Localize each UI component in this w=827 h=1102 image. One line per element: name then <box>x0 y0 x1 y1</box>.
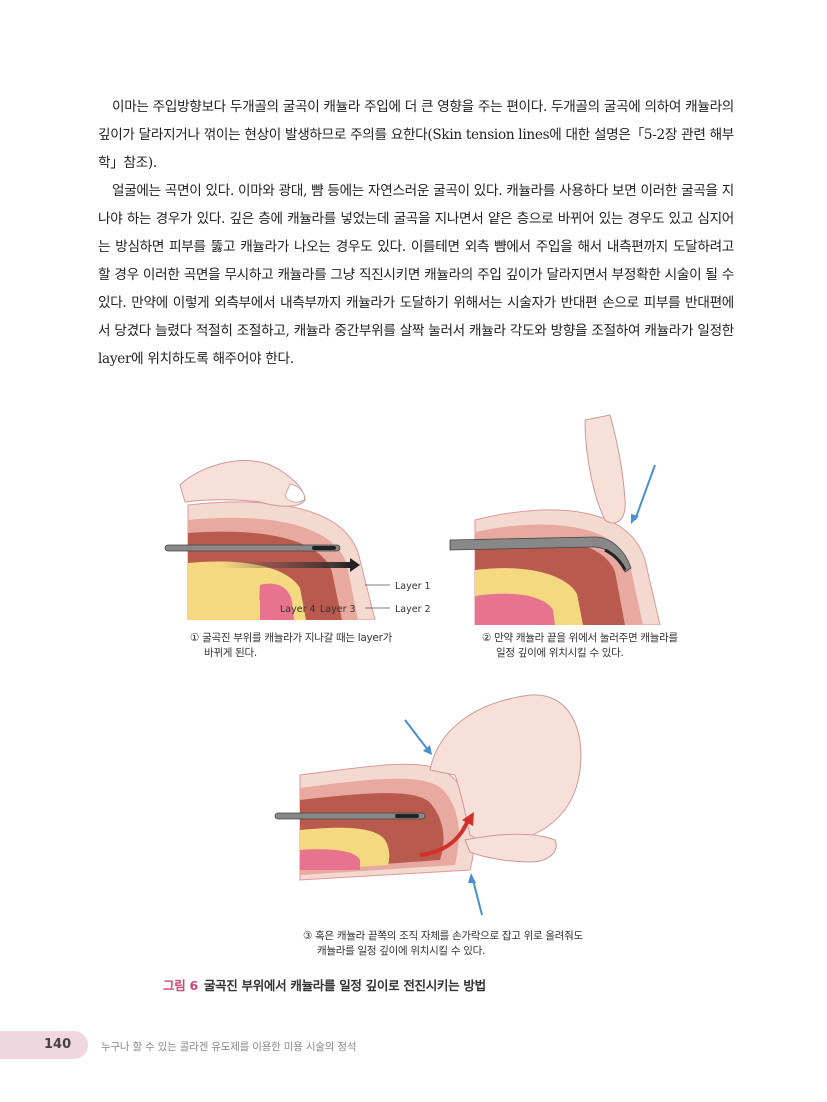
figure-title-text: 굴곡진 부위에서 캐뉼라를 일정 깊이로 전진시키는 방법 <box>203 978 486 993</box>
label-layer-1: Layer 1 <box>395 581 431 592</box>
footer-page-badge <box>0 1031 88 1059</box>
page-number: 140 <box>44 1037 72 1052</box>
illustration-panel-1: Layer 1 Layer 2 Layer 4 Layer 3 <box>164 460 431 620</box>
caption-panel-2-line-2: 일정 깊이에 위치시킬 수 있다. <box>496 647 624 659</box>
label-layer-4: Layer 4 <box>280 604 316 615</box>
caption-panel-1-line-2: 바뀌게 된다. <box>204 647 257 659</box>
figure-title: 그림 6 굴곡진 부위에서 캐뉼라를 일정 깊이로 전진시키는 방법 <box>163 975 486 994</box>
caption-panel-3: ③ 혹은 캐뉼라 끝쪽의 조직 자체를 손가락으로 잡고 위로 올려줘도 캐뉼라… <box>303 929 583 959</box>
caption-panel-1-line-1: ① 굴곡진 부위를 캐뉼라가 지나갈 때는 layer가 <box>190 632 392 644</box>
caption-panel-2-line-1: ② 만약 캐뉼라 끝을 위에서 눌러주면 캐뉼라를 <box>482 632 678 644</box>
label-layer-2: Layer 2 <box>395 604 431 615</box>
body-paragraph-2: 얼굴에는 곡면이 있다. 이마와 광대, 뺨 등에는 자연스러운 굴곡이 있다.… <box>98 183 734 367</box>
caption-panel-2: ② 만약 캐뉼라 끝을 위에서 눌러주면 캐뉼라를 일정 깊이에 위치시킬 수 … <box>482 631 678 661</box>
caption-panel-1: ① 굴곡진 부위를 캐뉼라가 지나갈 때는 layer가 바뀌게 된다. <box>190 631 392 661</box>
caption-panel-3-line-1: ③ 혹은 캐뉼라 끝쪽의 조직 자체를 손가락으로 잡고 위로 올려줘도 <box>303 930 583 942</box>
footer-book-title: 누구나 할 수 있는 콜라겐 유도제를 이용한 미용 시술의 정석 <box>101 1041 357 1053</box>
illustration-panel-2 <box>449 414 661 625</box>
caption-panel-3-line-2: 캐뉼라를 일정 깊이에 위치시킬 수 있다. <box>317 945 485 957</box>
body-paragraph-1: 이마는 주입방향보다 두개골의 굴곡이 캐뉼라 주입에 더 큰 영향을 주는 편… <box>98 99 734 171</box>
figure-number: 그림 6 <box>163 978 198 993</box>
illustration-panel-3 <box>274 694 582 916</box>
label-layer-3: Layer 3 <box>320 604 356 615</box>
